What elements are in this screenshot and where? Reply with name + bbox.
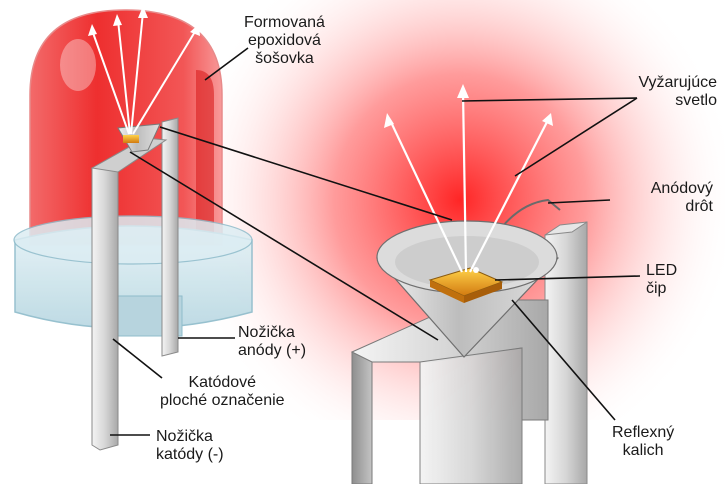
label-line: Anódový (651, 180, 713, 198)
label-line: kalich (612, 442, 674, 460)
label-led-chip: LED čip (646, 262, 677, 298)
label-epoxy-lens: Formovaná epoxidová šošovka (244, 14, 325, 68)
lens-highlight (60, 39, 96, 91)
label-anode-lead: Nožička anódy (+) (238, 324, 306, 360)
label-line: drôt (651, 198, 713, 216)
label-emitted-light: Vyžarujúce svetlo (638, 74, 717, 110)
anode-lead (162, 118, 178, 356)
label-anode-wire: Anódový drôt (651, 180, 713, 216)
label-line: Reflexný (612, 424, 674, 442)
label-line: svetlo (638, 92, 717, 110)
leader-cathode-flat (113, 339, 162, 378)
cathode-frame-front (420, 348, 522, 484)
label-cathode-flat: Katódové ploché označenie (160, 374, 285, 410)
label-line: Formovaná (244, 14, 325, 32)
label-line: čip (646, 280, 677, 298)
cathode-post (352, 348, 372, 484)
label-line: katódy (-) (156, 446, 224, 464)
label-line: šošovka (244, 50, 325, 68)
chip-bond (473, 267, 479, 273)
lens-inner-bar (196, 70, 214, 245)
label-cathode-lead: Nožička katódy (-) (156, 428, 224, 464)
label-reflector-cup: Reflexný kalich (612, 424, 674, 460)
label-line: ploché označenie (160, 392, 285, 410)
label-line: Vyžarujúce (638, 74, 717, 92)
cathode-lead (92, 160, 118, 450)
label-line: epoxidová (244, 32, 325, 50)
label-line: anódy (+) (238, 342, 306, 360)
flange-top (14, 216, 252, 264)
small-chip (123, 135, 139, 143)
label-line: LED (646, 262, 677, 280)
label-line: Nožička (156, 428, 224, 446)
label-line: Katódové (160, 374, 285, 392)
label-line: Nožička (238, 324, 306, 342)
